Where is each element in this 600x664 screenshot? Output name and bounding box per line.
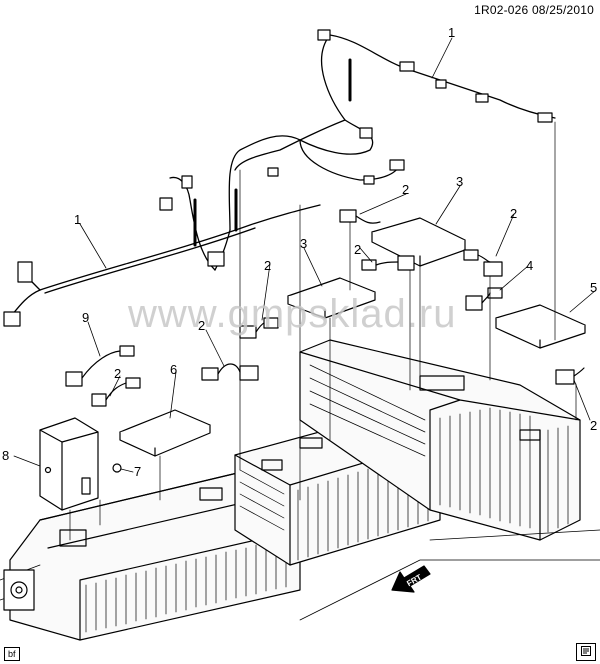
callout-5: 5 xyxy=(590,280,597,295)
control-module-left-lower xyxy=(119,409,211,457)
diagram-header: 1R02-026 08/25/2010 xyxy=(474,3,594,17)
callout-2-g: 2 xyxy=(590,418,597,433)
callout-6: 6 xyxy=(170,362,177,377)
harness-connectors xyxy=(3,29,553,327)
callout-3-upper: 3 xyxy=(456,174,463,189)
callout-2-d: 2 xyxy=(264,258,271,273)
callout-8: 8 xyxy=(2,448,9,463)
diagram-date: 08/25/2010 xyxy=(531,3,594,17)
control-module-left-box xyxy=(39,417,99,511)
callout-1-lower: 1 xyxy=(74,212,81,227)
front-left-bracket xyxy=(3,569,35,611)
corner-label: bf xyxy=(4,647,20,661)
wiring-harness-upper xyxy=(169,34,556,271)
callout-2-a: 2 xyxy=(402,182,409,197)
fastener-7 xyxy=(112,463,122,473)
control-module-center xyxy=(287,277,376,319)
info-book-icon xyxy=(576,643,596,661)
projection-lines xyxy=(69,121,577,541)
callout-2-c: 2 xyxy=(510,206,517,221)
callout-4: 4 xyxy=(526,258,533,273)
control-module-right xyxy=(495,304,586,349)
callout-2-b: 2 xyxy=(354,242,361,257)
pigtail-connectors xyxy=(65,209,585,407)
callout-3-center: 3 xyxy=(300,236,307,251)
callout-2-e: 2 xyxy=(198,318,205,333)
control-module-upper-right xyxy=(371,217,466,267)
callout-9: 9 xyxy=(82,310,89,325)
front-direction-arrow: FRT xyxy=(391,565,431,593)
watermark: www.gmpsklad.ru xyxy=(128,292,457,336)
callout-2-f: 2 xyxy=(114,366,121,381)
callout-7: 7 xyxy=(134,464,141,479)
battery-pack-right xyxy=(299,339,581,541)
leader-lines xyxy=(13,37,597,473)
callout-1-upper: 1 xyxy=(448,25,455,40)
diagram-code: 1R02-026 xyxy=(474,3,529,17)
